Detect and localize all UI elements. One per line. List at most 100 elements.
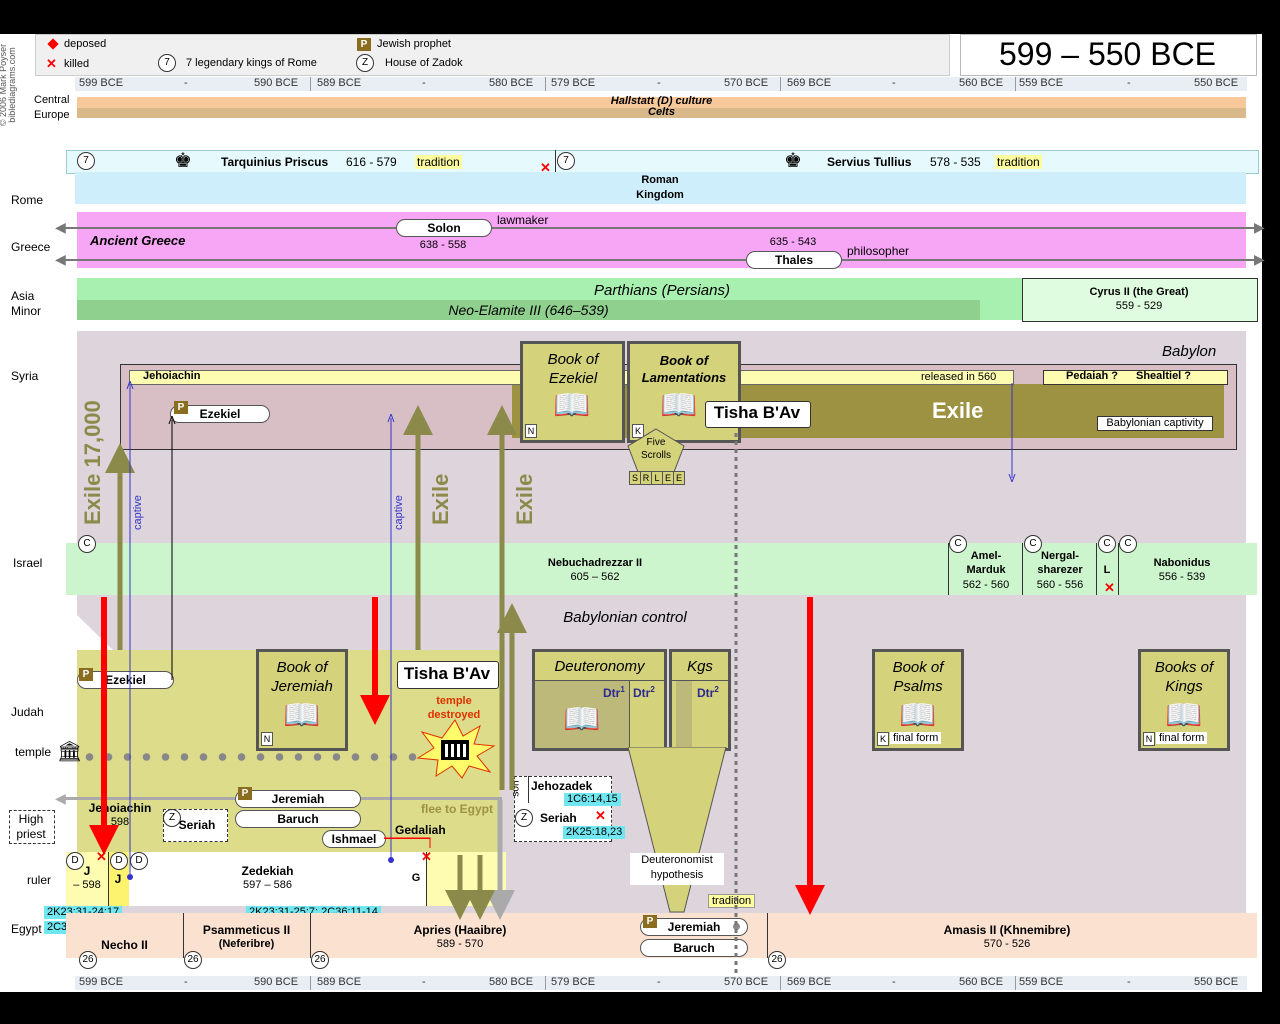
rome-seven-a: 7 [77,152,95,170]
reign-divider [767,913,768,958]
flee-label: flee to Egypt [421,802,494,816]
deut-hyp-1: Deuteronomist [641,854,713,866]
greece-band [77,212,1246,268]
captive-label: captive [132,495,144,530]
seriah-2: Seriah [540,811,577,825]
scale-divider [780,976,781,990]
scale-label: 550 BCE [1194,77,1239,89]
final-form: final form [890,732,942,744]
deut-hyp-box [630,853,724,885]
zed-dates: 597 – 586 [243,879,292,891]
deut-hyp-2: hypothesis [650,869,704,881]
roman-kingdom-1: Roman [641,174,679,186]
legend-kings-rome: 7 legendary kings of Rome [186,57,317,69]
dynasty-26-icon: 26 [184,951,202,969]
released: released in 560 [921,371,997,383]
tradition-badge: tradition [415,155,462,169]
dot-icon [733,923,740,930]
deut-shade [535,681,629,748]
legend-zadok: House of Zadok [385,57,463,69]
killed-icon: ✕ [46,56,57,71]
scale-label: 550 BCE [1194,976,1239,988]
kgs-title: Kgs [687,658,713,675]
neo-elamite: Neo-Elamite III (646–539) [448,302,609,318]
amel-dates: 562 - 560 [962,579,1010,591]
zedekiah: Zedekiah [241,864,294,878]
kings-title: Books of Kings [1154,659,1214,695]
lawmaker: lawmaker [497,213,549,227]
book-icon: 📖 [553,389,591,422]
captivity-label: Babylonian captivity [1097,416,1213,431]
scale-label: - [892,77,896,89]
scale-divider [310,77,311,91]
scale-divider [310,976,311,990]
region-minor: Minor [11,304,42,318]
g-label: G [411,872,421,884]
exile-label-syria: Exile [932,398,984,423]
book-icon: 📖 [1165,699,1203,732]
scale-label: 570 BCE [724,77,769,89]
scale-label: 580 BCE [489,77,534,89]
book-tag: K [877,732,889,746]
neb-dates: 605 – 562 [570,571,620,583]
tisha-bav-judah-box [397,661,499,689]
reign-divider [948,543,949,595]
arrow-right-icon: ▶ [1254,219,1265,235]
hallstatt-band [77,97,1246,108]
d-circle: D [110,852,128,870]
legend-deposed: deposed [64,38,107,50]
scale-label: - [422,77,426,89]
region-greece: Greece [11,240,51,254]
book-kings: Books of Kings 📖 N final form [1138,649,1230,751]
zedekiah-cell [129,852,407,906]
zadok-icon: Z [356,54,374,72]
book-jeremiah-title: Book of Jeremiah [271,659,333,695]
zadok-icon: Z [163,809,181,827]
book-icon: 📖 [563,703,601,736]
legend-box [35,34,950,76]
baruch-pill-egypt: Baruch [640,939,748,957]
scale-label: - [657,77,661,89]
scale-label: - [184,77,188,89]
scale-label: 589 BCE [317,77,362,89]
reign-divider [183,913,184,958]
scale-label: - [657,976,661,988]
scale-label: 560 BCE [959,976,1004,988]
servius: Servius Tullius [827,155,912,169]
babylonian-control: Babylonian control [563,609,687,626]
scale-label: 599 BCE [79,976,124,988]
killed-icon: ✕ [540,160,551,175]
captive-label-2: captive [393,495,405,530]
scale-label: 559 BCE [1019,976,1064,988]
dtr3: Dtr2 [697,685,719,700]
killed-icon: ✕ [96,849,107,864]
scale-divider [545,77,546,91]
celts-label: Celts [648,106,675,118]
exile-17000-label: Exile 17,000 [80,400,105,525]
book-lamentations: Book of Lamentations 📖 K [627,341,741,443]
philosopher: philosopher [847,244,910,258]
region-central: Central [34,94,70,106]
exile-label-2: Exile [428,473,453,525]
g-cell [406,852,427,906]
book-ezekiel: Book of Ezekiel 📖 N [520,341,625,443]
title-box [960,34,1257,76]
israel-band [66,543,1257,595]
scale-label: 580 BCE [489,976,534,988]
book-icon: 📖 [899,699,937,732]
c-circle: C [1024,535,1042,553]
book-deuteronomy: Deuteronomy 📖 Dtr1 Dtr2 [532,649,667,751]
book-tag: N [525,424,537,438]
nergal-dates: 560 - 556 [1036,579,1084,591]
j2: J [114,872,122,886]
apries-dates: 589 - 570 [436,938,484,950]
book-icon: 📖 [660,389,698,422]
amel-2: Marduk [966,564,1006,576]
dtr1: Dtr1 [603,685,625,700]
final-form: final form [1156,732,1208,744]
prophet-icon: P [174,401,188,414]
cyrus-dates: 559 - 529 [1115,300,1163,312]
prophet-icon: P [238,787,252,800]
